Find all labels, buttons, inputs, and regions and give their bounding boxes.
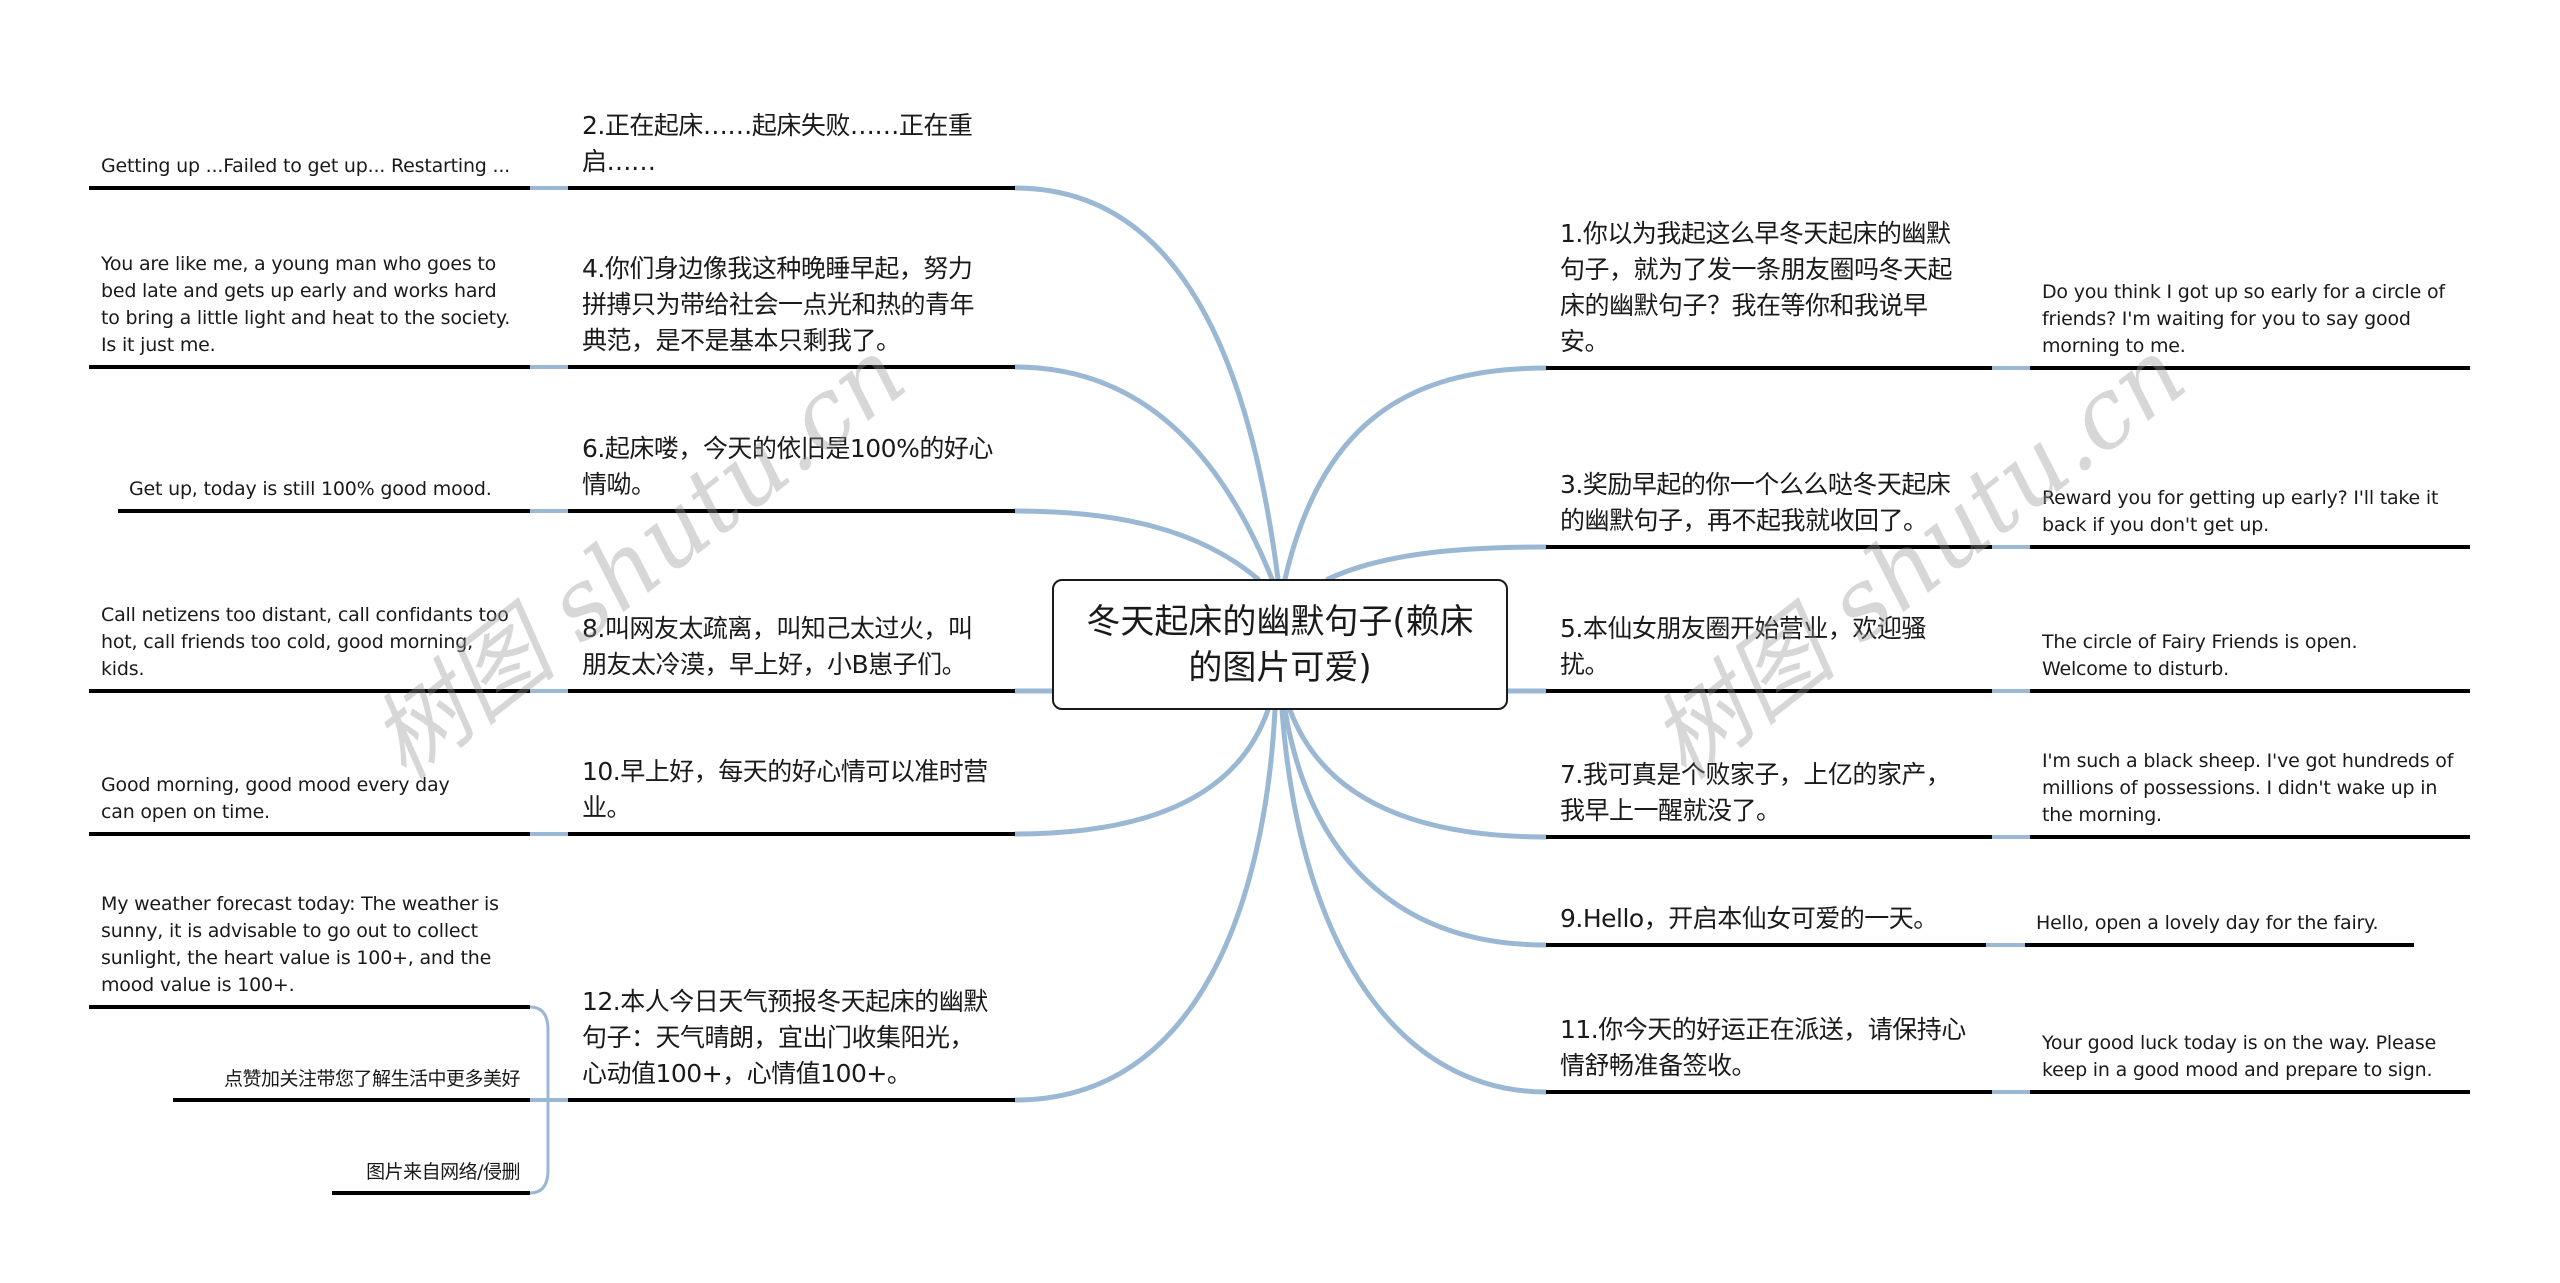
leaf-underline xyxy=(2030,545,2470,549)
branch-item-11[interactable]: 11.你今天的好运正在派送，请保持心情舒畅准备签收。 xyxy=(1546,995,1992,1094)
leaf-text: Your good luck today is on the way. Plea… xyxy=(2042,1032,2442,1081)
connector-to-item-6 xyxy=(1012,508,1261,582)
leaf-underline xyxy=(89,1005,530,1009)
leaf-text: The circle of Fairy Friends is open. Wel… xyxy=(2042,631,2364,680)
branch-text: 7.我可真是个败家子，上亿的家产，我早上一醒就没了。 xyxy=(1560,760,1951,825)
branch-underline xyxy=(568,689,1015,693)
leaf-item-4-en[interactable]: You are like me, a young man who goes to… xyxy=(89,230,530,369)
bracket-item-12 xyxy=(529,1005,550,1195)
leaf-text: I'm such a black sheep. I've got hundred… xyxy=(2042,750,2460,826)
leaf-underline xyxy=(2030,1090,2470,1094)
branch-text: 12.本人今日天气预报冬天起床的幽默句子：天气晴朗，宜出门收集阳光，心动值100… xyxy=(582,987,988,1088)
branch-underline xyxy=(568,1098,1015,1102)
leaf-underline xyxy=(2025,943,2414,947)
leaf-item-10-en[interactable]: Good morning, good mood every day can op… xyxy=(89,760,530,836)
branch-underline xyxy=(568,832,1015,836)
branch-text: 3.奖励早起的你一个么么哒冬天起床的幽默句子，再不起我就收回了。 xyxy=(1560,470,1951,535)
central-topic[interactable]: 冬天起床的幽默句子(赖床的图片可爱) xyxy=(1052,579,1508,710)
connector-to-item-7 xyxy=(1287,707,1549,840)
connector-to-item-4 xyxy=(1012,364,1275,582)
branch-item-5[interactable]: 5.本仙女朋友圈开始营业，欢迎骚扰。 xyxy=(1546,595,1992,693)
leaf-underline xyxy=(89,365,530,369)
branch-underline xyxy=(1546,835,1992,839)
branch-text: 1.你以为我起这么早冬天起床的幽默句子，就为了发一条朋友圈吗冬天起床的幽默句子？… xyxy=(1560,219,1953,356)
branch-text: 6.起床喽，今天的依旧是100%的好心情呦。 xyxy=(582,434,993,499)
branch-underline xyxy=(568,365,1015,369)
branch-underline xyxy=(568,509,1015,513)
branch-item-7[interactable]: 7.我可真是个败家子，上亿的家产，我早上一醒就没了。 xyxy=(1546,740,1992,839)
branch-text: 9.Hello，开启本仙女可爱的一天。 xyxy=(1560,904,1938,933)
branch-text: 8.叫网友太疏离，叫知己太过火，叫朋友太冷漠，早上好，小B崽子们。 xyxy=(582,614,973,679)
leaf-text: Hello, open a lovely day for the fairy. xyxy=(2036,912,2379,934)
branch-underline xyxy=(568,186,1015,190)
leaf-text: Get up, today is still 100% good mood. xyxy=(129,478,492,500)
branch-underline xyxy=(1546,689,1992,693)
leaf-item-12-follow[interactable]: 点赞加关注带您了解生活中更多美好 xyxy=(173,1055,530,1102)
branch-text: 5.本仙女朋友圈开始营业，欢迎骚扰。 xyxy=(1560,614,1926,679)
leaf-underline xyxy=(332,1191,530,1195)
leaf-text: Do you think I got up so early for a cir… xyxy=(2042,281,2451,357)
leaf-item-5-en[interactable]: The circle of Fairy Friends is open. Wel… xyxy=(2030,620,2470,693)
leaf-underline xyxy=(2030,835,2470,839)
branch-underline xyxy=(1546,1090,1992,1094)
branch-underline xyxy=(1546,366,1992,370)
leaf-item-2-en[interactable]: Getting up ...Failed to get up... Restar… xyxy=(89,100,530,190)
leaf-text: 图片来自网络/侵删 xyxy=(366,1161,520,1183)
central-topic-title: 冬天起床的幽默句子(赖床的图片可爱) xyxy=(1086,601,1474,688)
connector-to-item-1 xyxy=(1282,365,1549,582)
branch-item-1[interactable]: 1.你以为我起这么早冬天起床的幽默句子，就为了发一条朋友圈吗冬天起床的幽默句子？… xyxy=(1546,200,1992,370)
branch-text: 10.早上好，每天的好心情可以准时营业。 xyxy=(582,757,988,822)
branch-item-10[interactable]: 10.早上好，每天的好心情可以准时营业。 xyxy=(568,735,1015,836)
branch-underline xyxy=(1546,943,1986,947)
branch-item-12[interactable]: 12.本人今日天气预报冬天起床的幽默句子：天气晴朗，宜出门收集阳光，心动值100… xyxy=(568,970,1015,1102)
leaf-text: Good morning, good mood every day can op… xyxy=(101,774,456,823)
leaf-item-7-en[interactable]: I'm such a black sheep. I've got hundred… xyxy=(2030,740,2470,839)
leaf-item-12-source[interactable]: 图片来自网络/侵删 xyxy=(332,1150,530,1195)
branch-text: 4.你们身边像我这种晚睡早起，努力拼搏只为带给社会一点光和热的青年典范，是不是基… xyxy=(582,254,975,355)
leaf-item-8-en[interactable]: Call netizens too distant, call confidan… xyxy=(89,590,530,693)
leaf-item-11-en[interactable]: Your good luck today is on the way. Plea… xyxy=(2030,995,2470,1094)
leaf-underline xyxy=(2030,366,2470,370)
leaf-item-9-en[interactable]: Hello, open a lovely day for the fairy. xyxy=(2025,900,2414,947)
leaf-text: 点赞加关注带您了解生活中更多美好 xyxy=(223,1068,521,1090)
branch-item-2[interactable]: 2.正在起床……起床失败……正在重启…… xyxy=(568,88,1015,190)
leaf-text: Getting up ...Failed to get up... Restar… xyxy=(101,155,511,177)
leaf-underline xyxy=(2030,689,2470,693)
branch-text: 11.你今天的好运正在派送，请保持心情舒畅准备签收。 xyxy=(1560,1015,1966,1080)
branch-text: 2.正在起床……起床失败……正在重启…… xyxy=(582,111,973,176)
leaf-underline xyxy=(89,832,530,836)
leaf-item-3-en[interactable]: Reward you for getting up early? I'll ta… xyxy=(2030,480,2470,549)
branch-underline xyxy=(1546,545,1992,549)
connector-to-item-2 xyxy=(1012,185,1281,582)
branch-item-4[interactable]: 4.你们身边像我这种晚睡早起，努力拼搏只为带给社会一点光和热的青年典范，是不是基… xyxy=(568,230,1015,369)
connector-to-item-3 xyxy=(1325,544,1549,582)
leaf-underline xyxy=(173,1098,530,1102)
branch-item-3[interactable]: 3.奖励早起的你一个么么哒冬天起床的幽默句子，再不起我就收回了。 xyxy=(1546,420,1992,549)
leaf-item-12-en[interactable]: My weather forecast today: The weather i… xyxy=(89,880,530,1009)
leaf-text: My weather forecast today: The weather i… xyxy=(101,893,505,996)
branch-item-6[interactable]: 6.起床喽，今天的依旧是100%的好心情呦。 xyxy=(568,410,1015,513)
leaf-underline xyxy=(89,689,530,693)
connector-to-item-9 xyxy=(1282,707,1549,948)
connector-to-item-10 xyxy=(1012,707,1271,837)
leaf-underline xyxy=(118,509,530,513)
branch-item-8[interactable]: 8.叫网友太疏离，叫知己太过火，叫朋友太冷漠，早上好，小B崽子们。 xyxy=(568,555,1015,693)
leaf-item-6-en[interactable]: Get up, today is still 100% good mood. xyxy=(118,460,530,513)
leaf-item-1-en[interactable]: Do you think I got up so early for a cir… xyxy=(2030,270,2470,370)
connector-to-item-11 xyxy=(1279,707,1549,1095)
leaf-text: Reward you for getting up early? I'll ta… xyxy=(2042,487,2445,536)
connector-to-item-12 xyxy=(1012,707,1278,1103)
leaf-text: Call netizens too distant, call confidan… xyxy=(101,604,515,680)
branch-item-9[interactable]: 9.Hello，开启本仙女可爱的一天。 xyxy=(1546,880,1986,947)
leaf-underline xyxy=(89,186,530,190)
leaf-text: You are like me, a young man who goes to… xyxy=(101,253,516,356)
